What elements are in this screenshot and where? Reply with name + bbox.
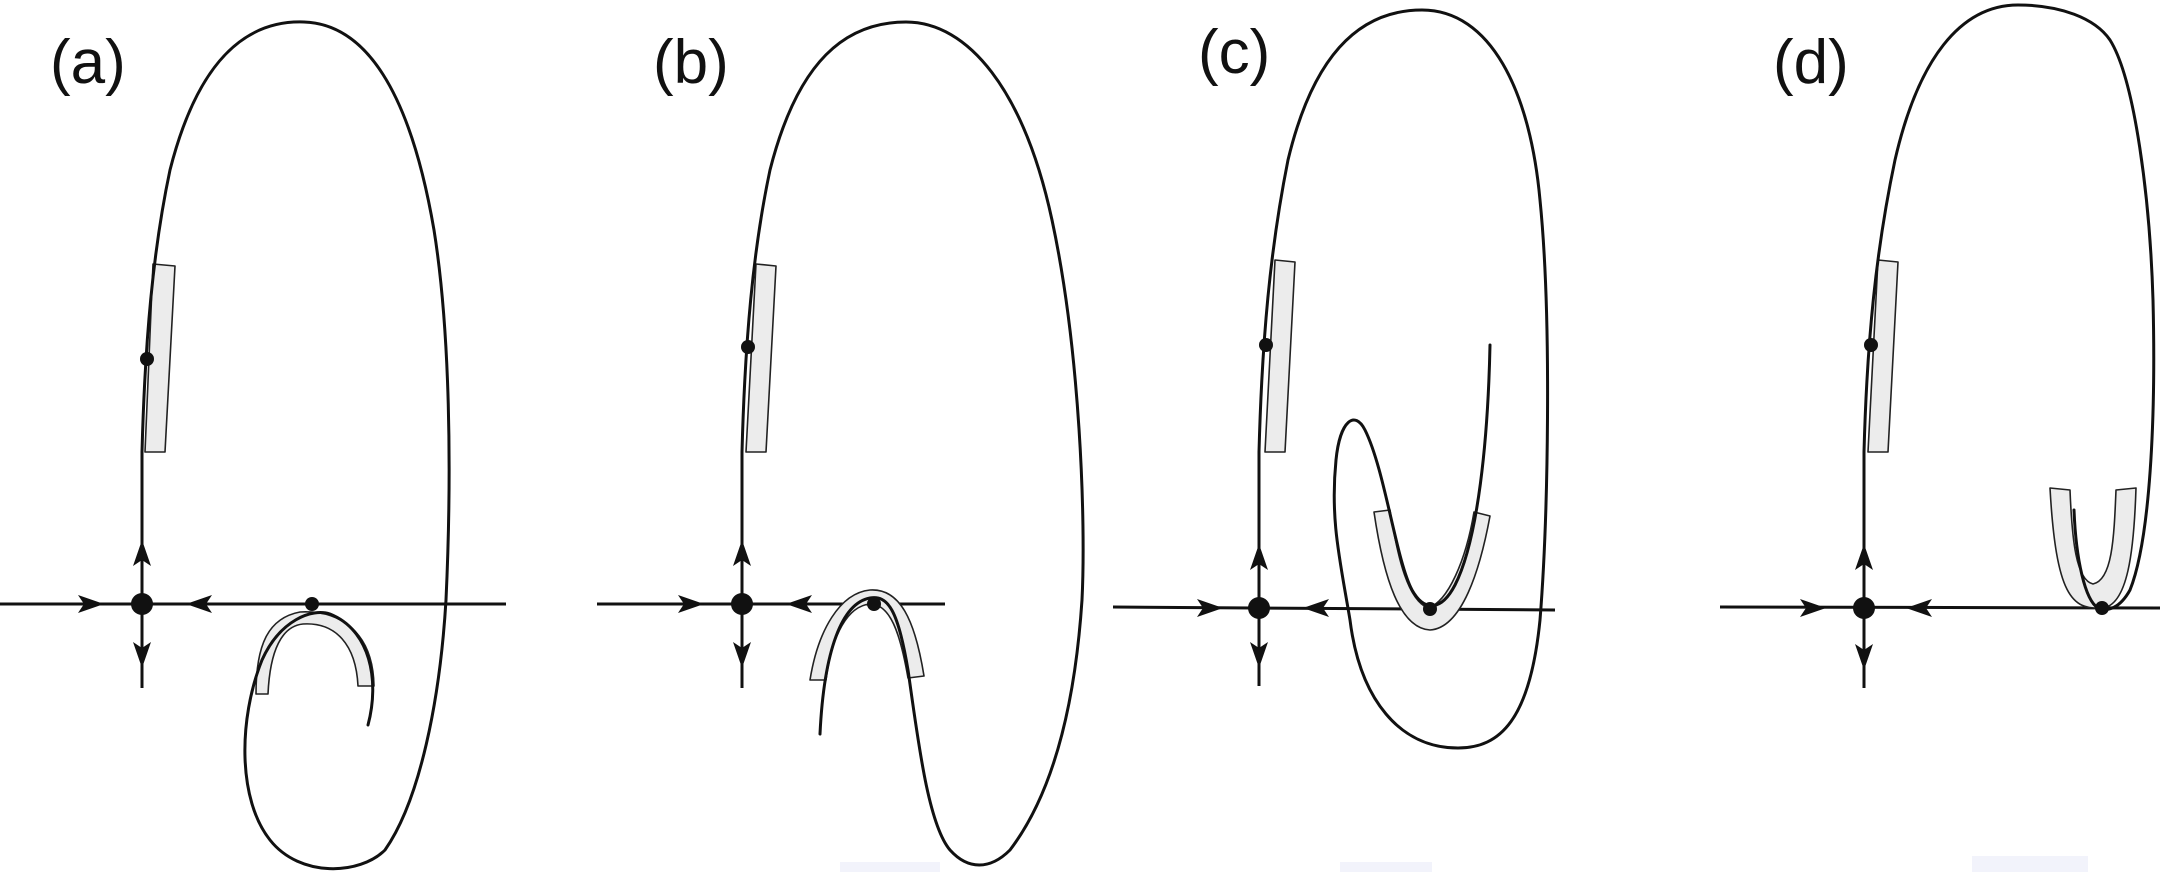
shaded-band (745, 263, 777, 453)
orbit-point (1259, 338, 1273, 352)
arrow-up-icon (1855, 544, 1873, 570)
horizontal-axis (1719, 605, 2161, 610)
arrow-down-icon (133, 642, 151, 668)
panel-d: (d) (1719, 3, 2161, 688)
panel-a: (a) (0, 20, 506, 871)
arrow-left-icon (786, 595, 812, 613)
arrow-down-icon (733, 642, 751, 668)
orbit-point (140, 352, 154, 366)
arrow-left-icon (1303, 599, 1329, 617)
saddle-equilibrium (131, 593, 153, 615)
arrow-up-icon (733, 540, 751, 566)
orbit-point (1864, 338, 1878, 352)
arrow-right-icon (1197, 599, 1223, 617)
arrow-up-icon (133, 540, 151, 566)
shaded-band (1264, 259, 1296, 453)
shaded-band (1867, 259, 1899, 453)
panel-a-label: (a) (50, 28, 126, 97)
background-smudge (840, 862, 940, 872)
shaded-band (2049, 487, 2137, 609)
orbit-point (741, 340, 755, 354)
invariant-manifold-curve (140, 20, 451, 871)
saddle-equilibrium (1853, 597, 1875, 619)
panel-b: (b) (597, 20, 1085, 867)
arrow-right-icon (78, 595, 104, 613)
horizontal-axis (1112, 605, 1556, 612)
shaded-band (144, 263, 176, 453)
arrow-up-icon (1250, 544, 1268, 570)
arrow-right-icon (1800, 599, 1826, 617)
arrow-left-icon (186, 595, 212, 613)
orbit-point (2095, 601, 2109, 615)
arrow-right-icon (678, 595, 704, 613)
invariant-manifold-curve (1257, 8, 1550, 750)
orbit-point (305, 597, 319, 611)
orbit-point (1423, 602, 1437, 616)
background-smudge (1972, 856, 2088, 872)
panel-c-label: (c) (1198, 18, 1270, 87)
invariant-manifold-curve (740, 20, 1085, 867)
arrow-down-icon (1855, 644, 1873, 670)
arrow-left-icon (1906, 599, 1932, 617)
shaded-band (255, 611, 375, 695)
panel-d-label: (d) (1773, 28, 1849, 97)
shaded-band (809, 589, 925, 681)
saddle-equilibrium (731, 593, 753, 615)
background-smudge (1340, 862, 1432, 872)
invariant-manifold-curve (1862, 3, 2156, 611)
panel-c: (c) (1112, 8, 1556, 750)
saddle-equilibrium (1248, 597, 1270, 619)
arrow-down-icon (1250, 642, 1268, 668)
panel-b-label: (b) (653, 28, 729, 97)
orbit-point (867, 597, 881, 611)
